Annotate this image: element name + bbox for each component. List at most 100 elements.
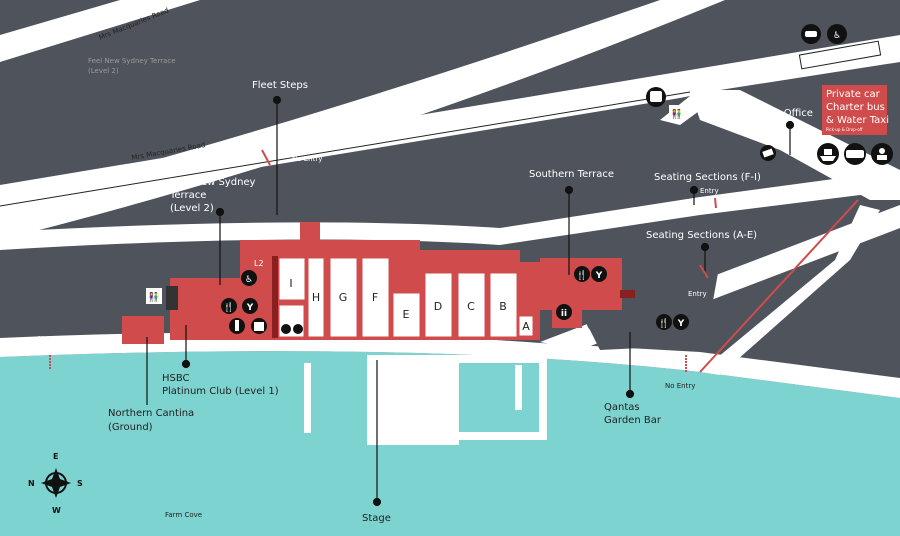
pier xyxy=(539,355,547,440)
svg-text:🍴: 🍴 xyxy=(658,317,669,329)
coach-icon xyxy=(844,143,866,165)
staff-icon xyxy=(871,143,893,165)
section-A[interactable] xyxy=(518,315,534,337)
svg-text:Y: Y xyxy=(595,271,603,281)
svg-text:👫: 👫 xyxy=(671,108,682,120)
stairs xyxy=(272,256,278,338)
label-hsbc: HSBC xyxy=(162,373,190,384)
label-no-entry: No Entry xyxy=(665,382,695,390)
transport-sub: Pick-up & Drop-off xyxy=(826,127,863,132)
lower-path xyxy=(0,170,900,250)
level-marker: L2 xyxy=(254,259,264,268)
bar-icon: Y xyxy=(591,266,607,282)
toilets-icon: 👫 xyxy=(669,105,685,121)
section-H[interactable] xyxy=(307,257,325,338)
ticket-icon xyxy=(760,145,776,161)
section-label-C: C xyxy=(467,300,475,313)
toilets-icon: 👫 xyxy=(146,288,162,304)
accessible-icon: ♿ xyxy=(241,270,257,286)
transport-line: Charter bus xyxy=(826,102,885,113)
bar-icon: Y xyxy=(242,298,258,314)
section-I[interactable] xyxy=(278,257,306,301)
label-no-entry: No Entry xyxy=(292,155,322,163)
accessible-icon xyxy=(281,324,291,334)
pier xyxy=(459,355,547,363)
label-hsbc-2: Platinum Club (Level 1) xyxy=(162,386,279,397)
section-label-E: E xyxy=(403,308,410,321)
compass-north: N xyxy=(28,479,35,488)
dining-icon: 🍴 xyxy=(221,298,237,314)
label-no-entry: No Entry xyxy=(172,224,202,232)
label-northern-cantina: Northern Cantina xyxy=(108,408,194,419)
section-label-G: G xyxy=(339,291,348,304)
transport-line: Private car xyxy=(826,89,881,100)
faded-terrace-label: Feel New Sydney Terrace xyxy=(88,57,176,65)
merchandise-icon xyxy=(251,318,267,334)
svg-text:🍴: 🍴 xyxy=(223,301,234,313)
pier xyxy=(304,363,311,433)
road-top-left xyxy=(0,0,200,62)
label-seating-f-i: Seating Sections (F-I) xyxy=(654,172,761,183)
road-edge xyxy=(0,91,691,207)
label-fleet-steps: Fleet Steps xyxy=(252,80,308,91)
section-label-B: B xyxy=(499,300,507,313)
entry-barriers xyxy=(49,149,717,372)
section-label-I: I xyxy=(289,277,292,290)
section-label-D: D xyxy=(434,300,442,313)
barrier-line xyxy=(699,199,859,373)
label-stage: Stage xyxy=(362,513,391,524)
svg-text:🍴: 🍴 xyxy=(576,269,587,281)
faded-terrace-level: (Level 2) xyxy=(88,67,119,75)
pier xyxy=(459,432,547,440)
label-box-office: Box Office xyxy=(762,108,813,119)
section-G[interactable] xyxy=(329,257,358,338)
section-label-F: F xyxy=(372,291,378,304)
section-C[interactable] xyxy=(457,272,486,338)
taxi-icon xyxy=(801,24,821,44)
svg-text:Y: Y xyxy=(246,303,254,313)
ferry-icon xyxy=(817,143,839,165)
road-spur-2 xyxy=(710,100,830,170)
parking-bay xyxy=(798,40,882,70)
accessible-icon: ♿ xyxy=(827,24,847,44)
toilets-icon: ii xyxy=(556,304,572,320)
svg-text:👫: 👫 xyxy=(148,291,159,303)
label-northern-cantina-2: (Ground) xyxy=(108,422,153,433)
label-feel-new-sydney-2: Terrace xyxy=(169,190,206,201)
svg-text:♿: ♿ xyxy=(245,275,253,285)
pier xyxy=(515,365,522,410)
label-feel-new-sydney-3: (Level 2) xyxy=(170,203,214,214)
toilets-icon xyxy=(293,324,303,334)
transport-info-box xyxy=(822,85,887,135)
svg-text:ii: ii xyxy=(561,309,567,319)
label-no-entry: No Entry xyxy=(38,335,68,343)
stairs xyxy=(166,286,178,310)
garden-bar-lawn xyxy=(586,262,720,350)
compass-south: S xyxy=(77,479,83,488)
section-D[interactable] xyxy=(424,272,453,338)
stairs xyxy=(620,290,635,298)
first-aid-icon xyxy=(229,318,245,334)
label-southern-terrace: Southern Terrace xyxy=(529,169,614,180)
section-label-H: H xyxy=(312,291,320,304)
section-label-A: A xyxy=(522,320,530,333)
bar-icon: Y xyxy=(673,314,689,330)
mrs-macquaries-road xyxy=(0,35,900,210)
compass-icon xyxy=(41,468,71,498)
dining-icon: 🍴 xyxy=(656,314,672,330)
label-entry: Entry xyxy=(688,290,707,298)
section-F[interactable] xyxy=(361,257,390,338)
label-seating-a-e: Seating Sections (A-E) xyxy=(646,230,757,241)
right-path xyxy=(700,205,880,375)
transport-line: & Water Taxi xyxy=(826,115,889,126)
stage-platform xyxy=(367,355,459,445)
section-E[interactable] xyxy=(392,292,421,338)
promenade xyxy=(0,332,900,398)
svg-text:♿: ♿ xyxy=(833,31,841,41)
leader-lines xyxy=(146,95,795,507)
section-B[interactable] xyxy=(489,272,518,338)
label-qantas: Qantas xyxy=(604,402,640,413)
label-farm-cove: Farm Cove xyxy=(165,511,202,519)
